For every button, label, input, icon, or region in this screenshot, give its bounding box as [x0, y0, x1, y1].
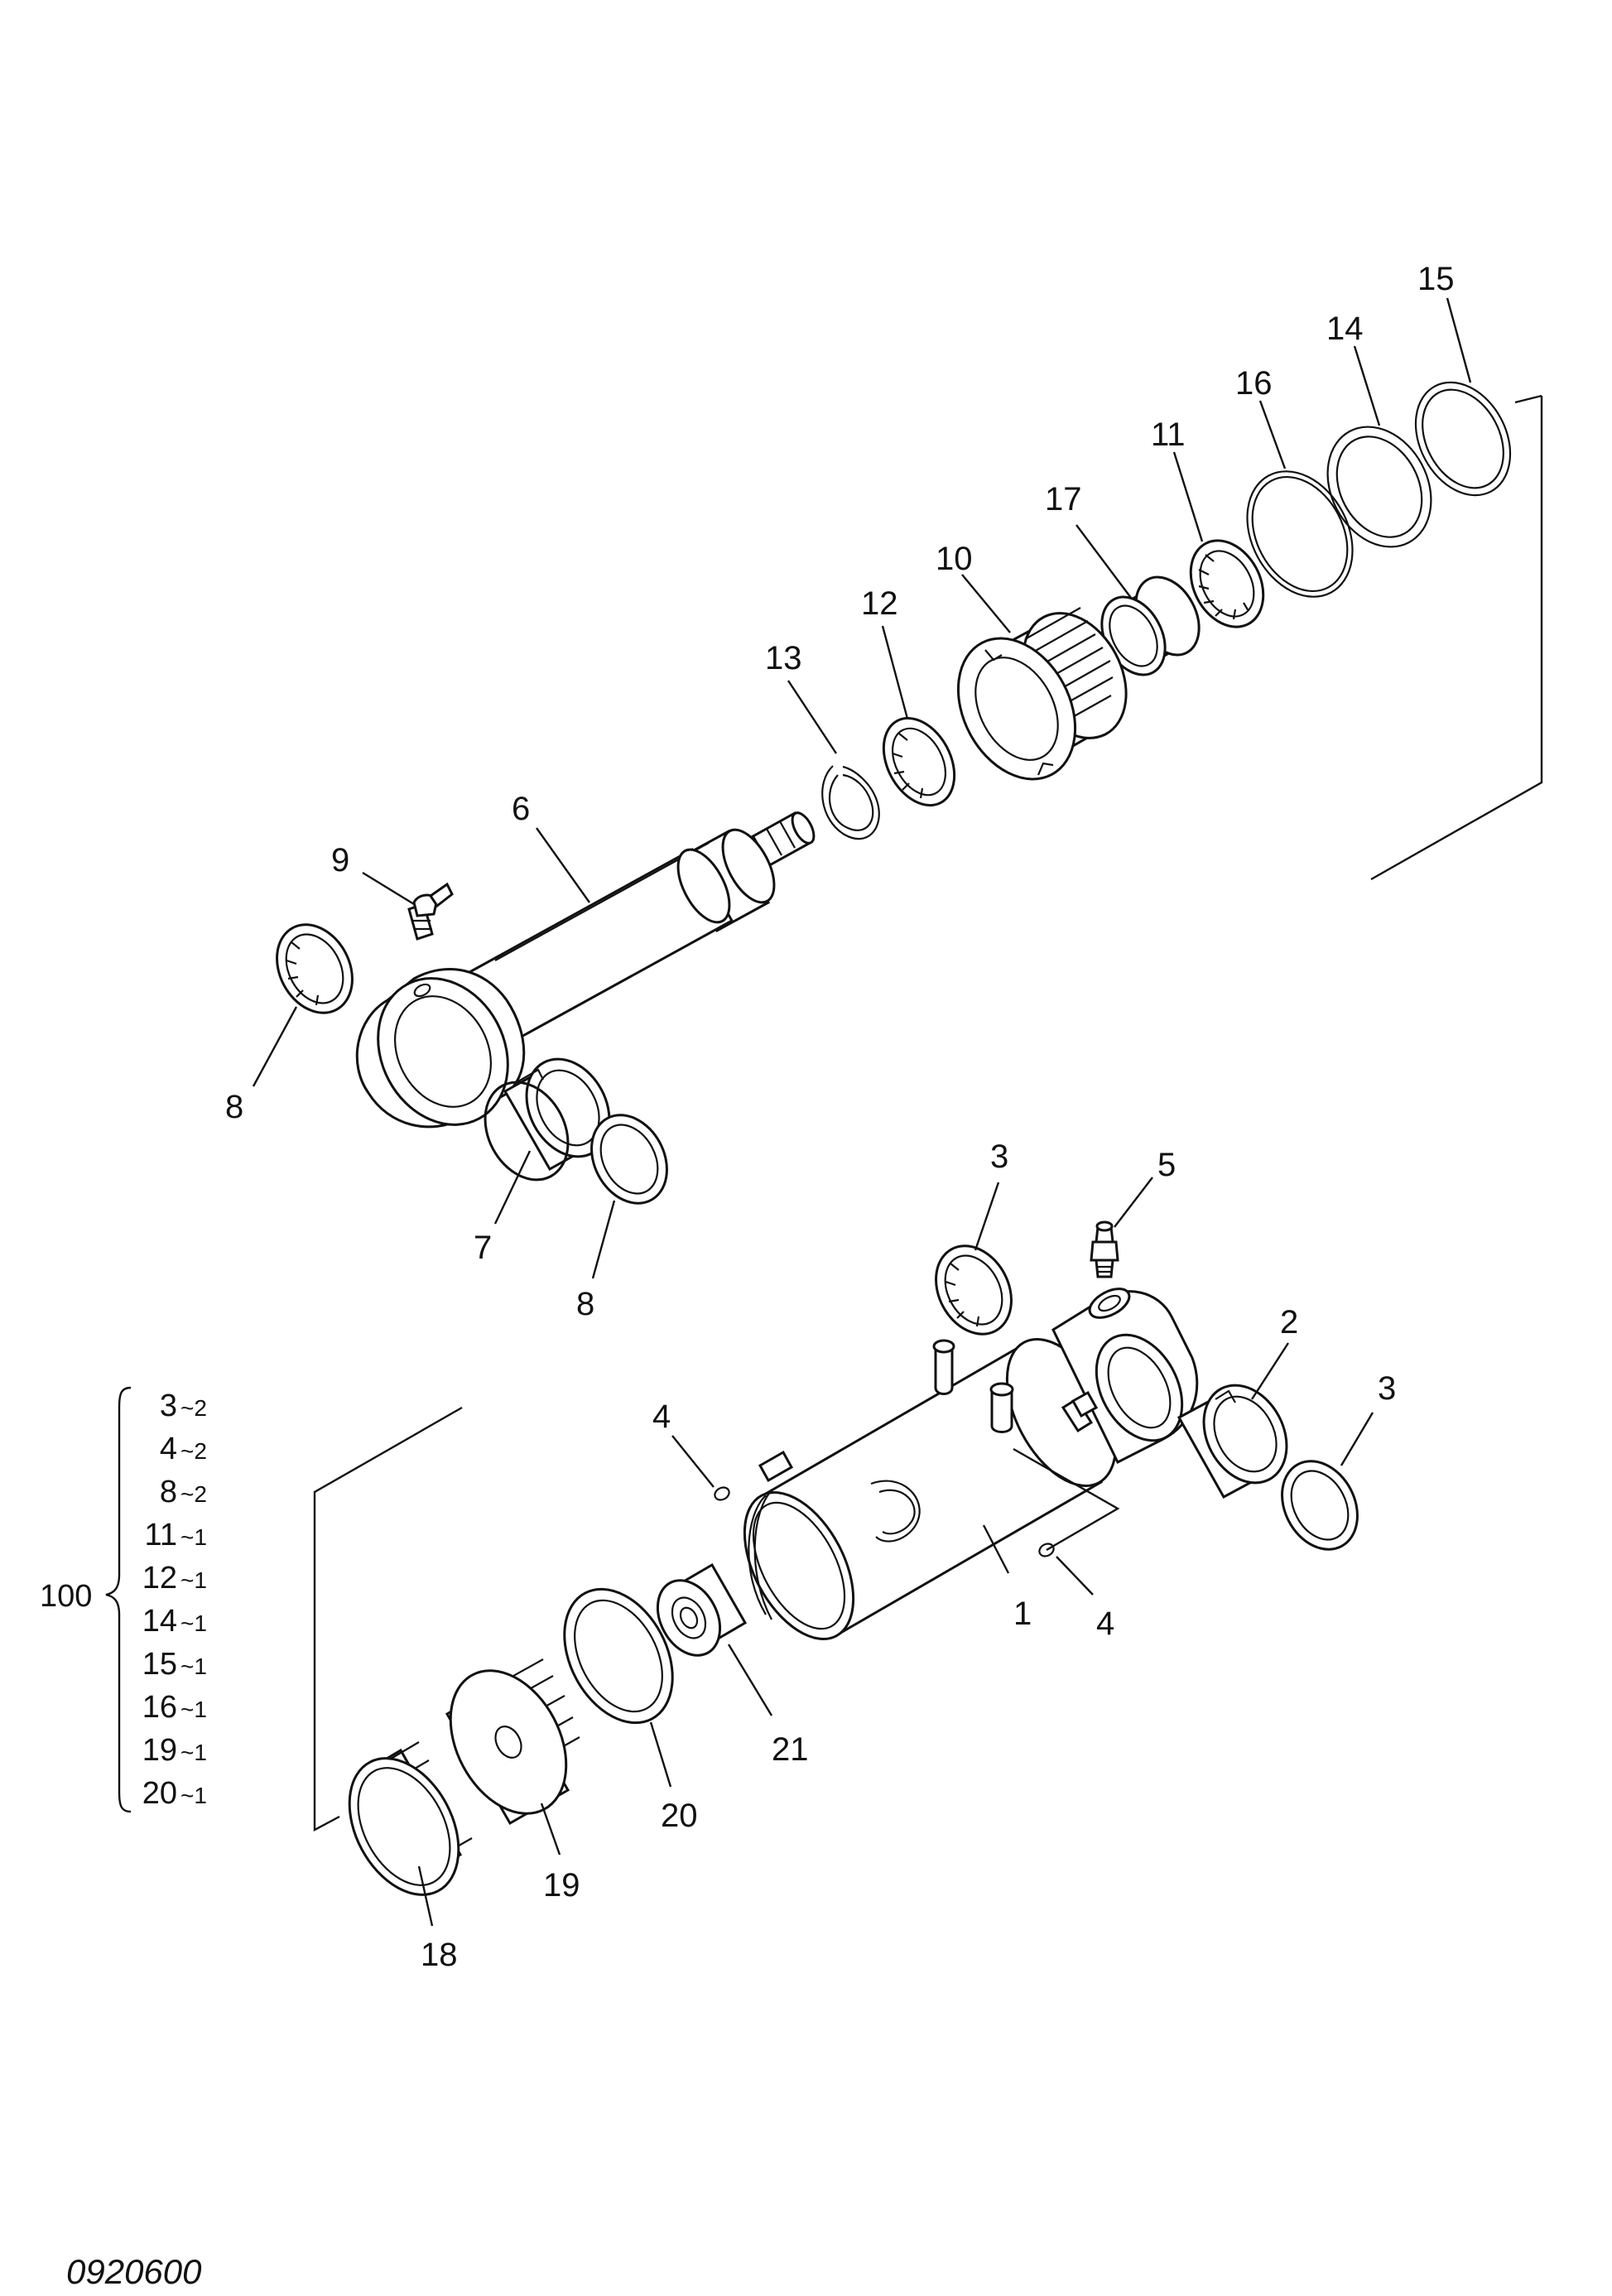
callout-6: 6	[512, 791, 530, 827]
assembly-grouping-lines	[313, 394, 1543, 1832]
kit-item: 16~1	[142, 1690, 207, 1725]
callout-labels: 15 14 16 11 17 10 12 13 6 9 8 7 8 3 5 2 …	[225, 261, 1455, 1973]
kit-item-part: 19	[142, 1733, 177, 1768]
kit-item-part: 3	[160, 1389, 177, 1423]
part-2-bushing	[1177, 1384, 1288, 1499]
kit-item-qty: ~1	[180, 1524, 207, 1550]
part-8-seal-upper	[276, 923, 354, 1014]
seal-kit-list: 100 3~24~28~211~112~114~115~116~119~120~…	[40, 1386, 207, 1813]
kit-brace	[105, 1386, 132, 1813]
callout-5: 5	[1157, 1147, 1176, 1183]
kit-item: 15~1	[142, 1647, 207, 1682]
part-3-seal-top	[935, 1244, 1013, 1336]
drawing-number: 0920600	[66, 2252, 202, 2291]
part-13-snap-ring	[821, 765, 880, 840]
callout-18: 18	[421, 1937, 458, 1973]
kit-item-qty: ~1	[180, 1653, 207, 1679]
kit-item-qty: ~2	[180, 1481, 207, 1507]
callout-9: 9	[331, 842, 349, 878]
part-18-piston-seal	[348, 1741, 473, 1896]
part-16-o-ring	[1246, 470, 1354, 598]
callout-10: 10	[936, 541, 973, 577]
kit-item-part: 16	[142, 1690, 177, 1725]
kit-item-qty: ~2	[180, 1438, 207, 1464]
callout-8-upper: 8	[225, 1089, 243, 1125]
kit-item-part: 14	[142, 1604, 177, 1639]
kit-item: 3~2	[160, 1389, 207, 1423]
callout-16: 16	[1235, 365, 1273, 402]
part-11-seal	[1189, 539, 1265, 628]
kit-item-part: 11	[145, 1518, 177, 1552]
part-3-seal-right	[1281, 1460, 1359, 1551]
callout-17: 17	[1045, 481, 1082, 517]
part-19-piston	[445, 1658, 580, 1826]
kit-item-part: 15	[142, 1647, 177, 1682]
callout-8-lower: 8	[576, 1286, 594, 1322]
callout-21: 21	[772, 1731, 809, 1768]
kit-item: 20~1	[142, 1776, 207, 1811]
kit-item: 12~1	[142, 1561, 207, 1596]
kit-item-part: 4	[160, 1432, 177, 1466]
part-9-grease-fitting	[407, 882, 454, 941]
callout-12: 12	[861, 585, 898, 622]
callout-11: 11	[1151, 416, 1186, 453]
part-8-seal-lower	[590, 1114, 668, 1205]
kit-item-part: 12	[142, 1561, 177, 1596]
part-20-wear-ring	[563, 1587, 674, 1725]
kit-item: 19~1	[142, 1733, 207, 1768]
part-6-piston-rod	[355, 811, 816, 1129]
callout-3-top: 3	[990, 1138, 1008, 1175]
kit-items: 3~24~28~211~112~114~115~116~119~120~1	[142, 1389, 207, 1811]
kit-item: 8~2	[160, 1475, 207, 1509]
callout-14: 14	[1326, 310, 1364, 347]
callout-13: 13	[765, 640, 802, 676]
kit-item: 14~1	[142, 1604, 207, 1639]
kit-item-qty: ~1	[180, 1783, 207, 1808]
part-21-nut	[656, 1562, 748, 1657]
kit-item-qty: ~1	[180, 1697, 207, 1722]
callout-7: 7	[474, 1230, 492, 1266]
callout-20: 20	[661, 1798, 698, 1834]
leader-lines	[252, 297, 1472, 1927]
kit-item: 4~2	[160, 1432, 207, 1466]
part-1-cylinder-tube	[743, 1288, 1199, 1640]
kit-item-qty: ~2	[180, 1395, 207, 1421]
callout-2: 2	[1280, 1304, 1298, 1341]
callout-4-left: 4	[652, 1398, 671, 1435]
kit-item-part: 8	[160, 1475, 177, 1509]
part-12-seal	[882, 716, 956, 807]
kit-item: 11~1	[145, 1518, 207, 1552]
kit-number: 100	[40, 1579, 92, 1614]
kit-item-qty: ~1	[180, 1567, 207, 1593]
callout-4-right: 4	[1096, 1605, 1114, 1642]
kit-item-part: 20	[142, 1776, 177, 1811]
callout-19: 19	[543, 1867, 580, 1904]
oil-port-pipes	[932, 1339, 1014, 1433]
part-5-grease-fitting	[1090, 1220, 1119, 1278]
part-4-o-ring-left	[714, 1486, 730, 1501]
part-15-o-ring	[1414, 381, 1512, 497]
part-14-backup-ring	[1326, 426, 1432, 548]
callout-15: 15	[1417, 261, 1455, 297]
callout-3-right: 3	[1378, 1370, 1396, 1407]
kit-item-qty: ~1	[180, 1740, 207, 1765]
kit-item-qty: ~1	[180, 1610, 207, 1636]
callout-1: 1	[1013, 1596, 1032, 1632]
part-10-rod-cover	[956, 607, 1128, 781]
